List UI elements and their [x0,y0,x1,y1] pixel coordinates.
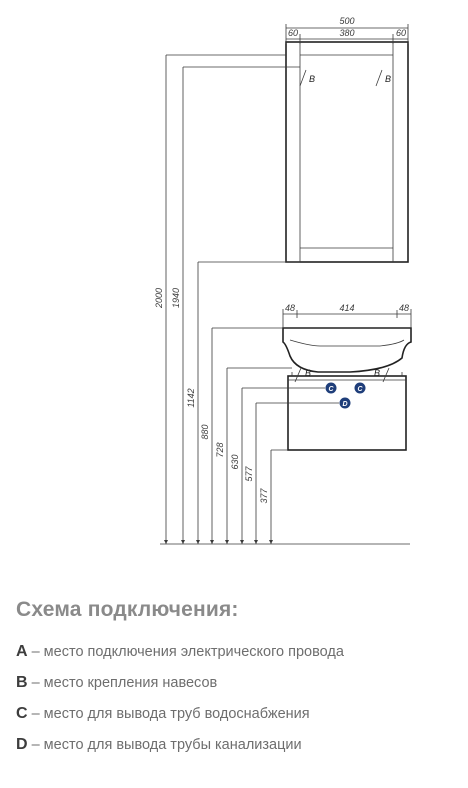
legend-key: B [16,674,28,691]
connection-diagram: 500 60 380 60 B B 48 414 48 B [154,16,412,545]
mirror-hanger-right: B [375,69,391,87]
height-1940-label: 1940 [171,288,181,308]
height-2000: 2000 [154,54,286,544]
legend-text: – место для вывода трубы канализации [27,737,302,753]
legend-item-a: A – место подключения электрического про… [16,642,456,673]
mirror-width-dimension: 500 [285,16,409,44]
height-1940: 1940 [171,66,300,544]
height-630: 630 [230,387,325,544]
mirror-left-frame-label: 60 [288,28,298,38]
height-577: 577 [244,402,339,544]
legend-key: D [16,736,28,753]
legend-item-d: D – место для вывода трубы канализации [16,735,456,766]
marker-c-label: C [357,386,363,393]
height-1142: 1142 [186,261,300,544]
marker-b-label: B [385,74,391,84]
connection-legend: Схема подключения: A – место подключения… [16,598,456,766]
vanity-right-edge-label: 48 [399,303,409,313]
vanity-width-dimension: 48 414 48 [282,303,412,328]
mirror-right-frame-label: 60 [396,28,406,38]
mirror-glass-label: 380 [339,28,354,38]
vanity-basin-label: 414 [339,303,354,313]
legend-item-b: B – место крепления навесов [16,673,456,704]
height-880: 880 [200,327,283,544]
height-728: 728 [215,367,292,544]
height-377-label: 377 [259,488,269,504]
height-728-label: 728 [215,442,225,457]
mirror-cabinet [285,41,409,263]
legend-text: – место крепления навесов [27,675,218,691]
drain-pipe-point: D [339,397,351,409]
legend-item-c: C – место для вывода труб водоснабжения [16,704,456,735]
legend-key: A [16,643,28,660]
mirror-width-label: 500 [339,16,354,26]
water-pipe-point-left: C [325,382,337,394]
height-1142-label: 1142 [186,388,196,407]
floor-arrows [164,540,273,544]
legend-title: Схема подключения: [16,598,239,621]
mirror-frame-dimensions: 60 380 60 [286,28,408,44]
height-577-label: 577 [244,466,254,482]
marker-b-label: B [305,368,311,378]
height-630-label: 630 [230,454,240,469]
height-377: 377 [259,449,288,544]
marker-d-label: D [342,401,347,408]
vanity-hanger-left: B [294,367,311,383]
vanity-hanger-right: B [374,367,390,383]
height-880-label: 880 [200,424,210,439]
marker-c-label: C [328,386,334,393]
mirror-hanger-left: B [299,69,315,87]
legend-text: – место подключения электрического прово… [27,644,344,660]
height-2000-label: 2000 [154,288,164,309]
legend-text: – место для вывода труб водоснабжения [27,706,310,722]
vanity-left-edge-label: 48 [285,303,295,313]
legend-key: C [16,705,28,722]
vanity-unit [282,327,412,451]
marker-b-label: B [309,74,315,84]
water-pipe-point-right: C [354,382,366,394]
marker-b-label: B [374,368,380,378]
